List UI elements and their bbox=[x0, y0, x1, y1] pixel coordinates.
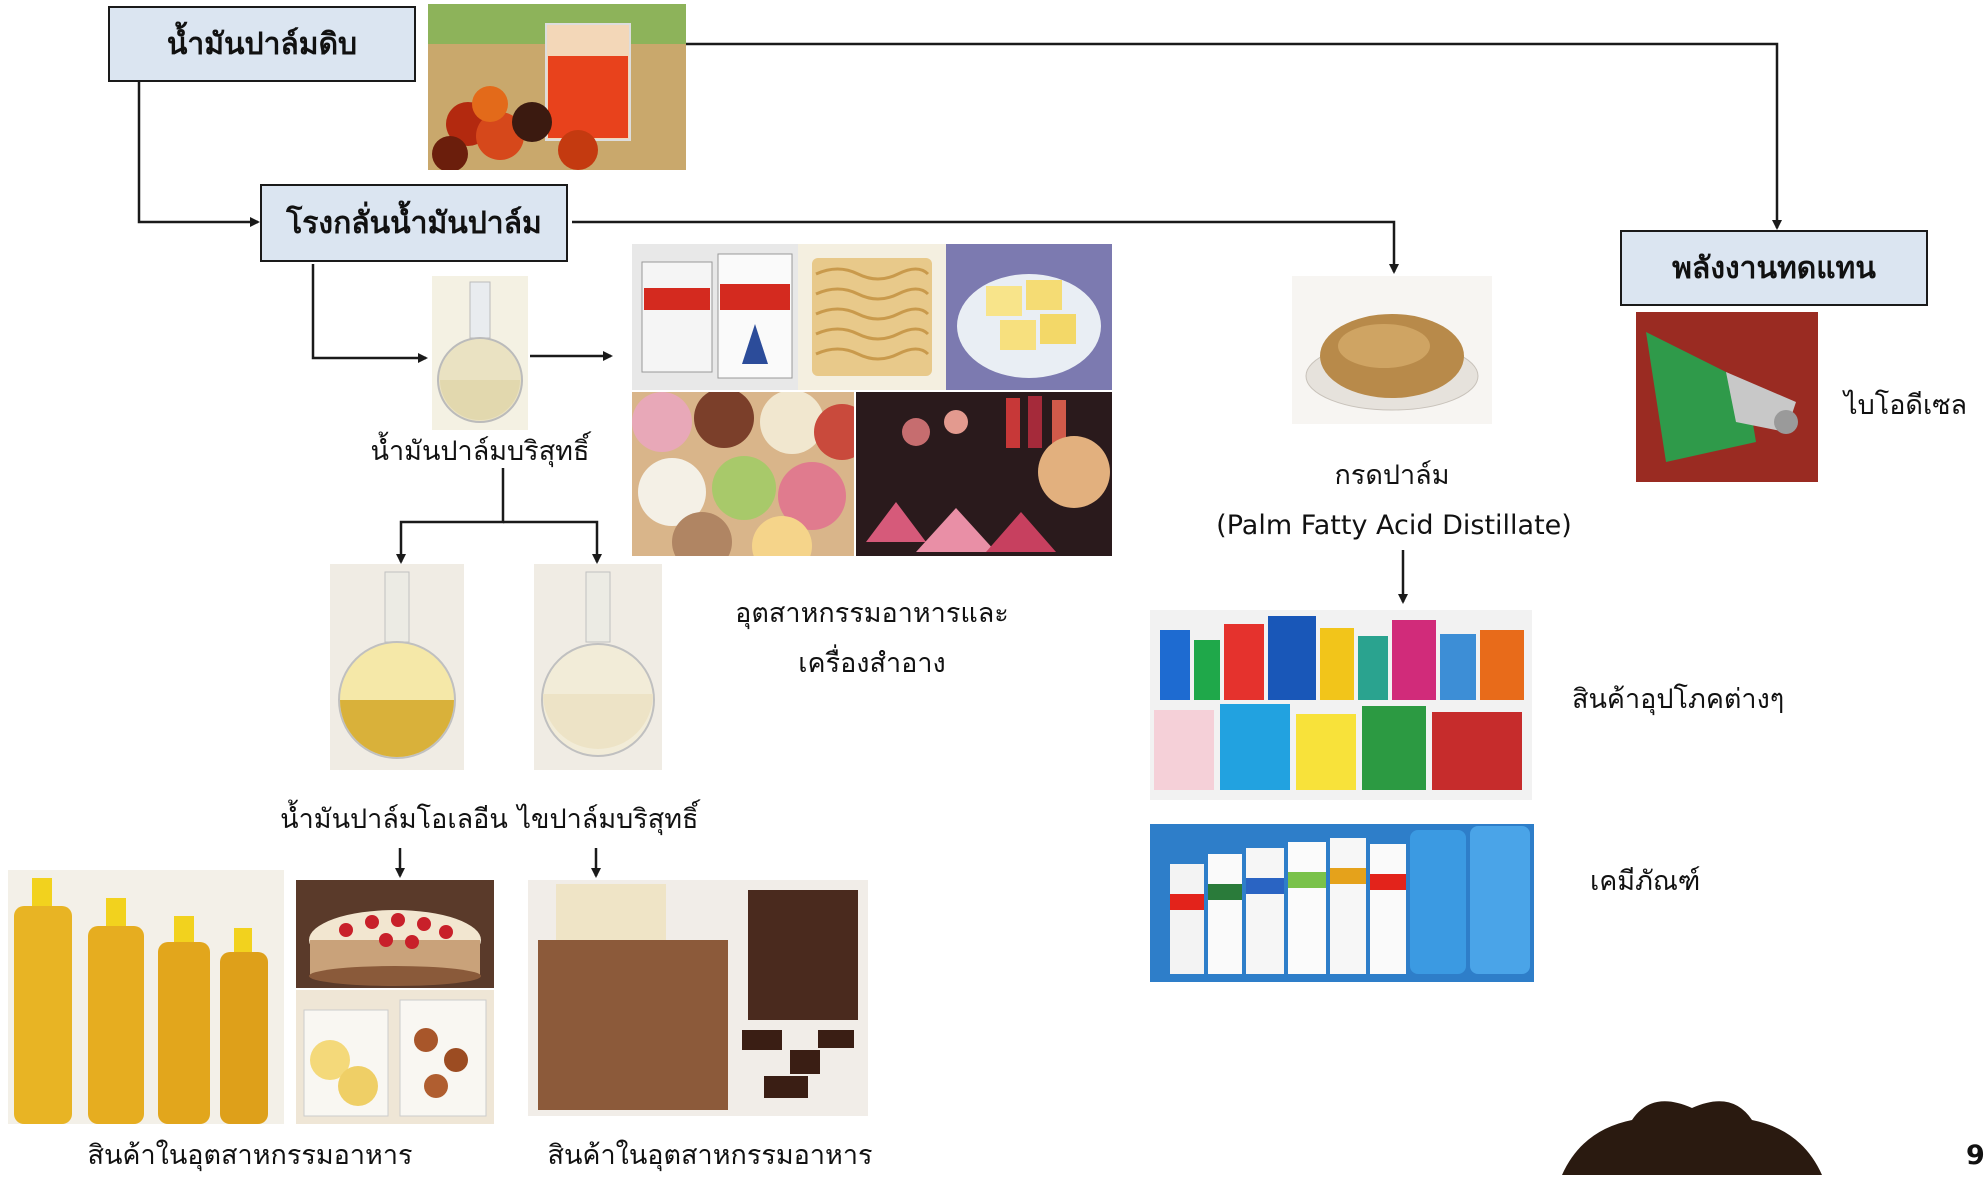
refined-palm-stearin-label: ไขปาล์มบริสุทธิ์ bbox=[517, 804, 699, 835]
cake-photo bbox=[296, 880, 494, 988]
consumer-products-label: สินค้าอุปโภคต่างๆ bbox=[1572, 684, 1785, 715]
palm-fatty-acid-label: กรดปาล์ม bbox=[1334, 460, 1450, 491]
crude-palm-oil-photo bbox=[428, 4, 686, 170]
food-cosmetics-label-line2: เครื่องสำอาง bbox=[798, 648, 946, 679]
arrow-crude-to-refinery bbox=[137, 66, 260, 227]
arrow-split-to-olein bbox=[396, 468, 505, 564]
arrow-refinery-to-refined-oil bbox=[311, 264, 428, 363]
arrow-refinery-to-fatty-acid bbox=[572, 220, 1399, 274]
chemicals-label: เคมีภัณฑ์ bbox=[1590, 866, 1701, 897]
food-products-right-label: สินค้าในอุตสาหกรรมอาหาร bbox=[547, 1140, 873, 1171]
condensed-milk-photo bbox=[632, 244, 798, 390]
refined-palm-oil-label: น้ำมันปาล์มบริสุทธิ์ bbox=[370, 436, 590, 467]
palm-olein-label: น้ำมันปาล์มโอเลอีน bbox=[280, 804, 508, 835]
olein-flask-photo bbox=[330, 564, 464, 770]
chemicals-photo bbox=[1150, 824, 1534, 982]
stearin-flask-photo bbox=[534, 564, 662, 770]
instant-noodles-photo bbox=[798, 244, 946, 390]
cosmetics-photo bbox=[856, 392, 1112, 556]
cooking-oil-bottles-photo bbox=[8, 870, 284, 1124]
arrow-crude-to-energy bbox=[686, 42, 1782, 230]
food-products-left-label: สินค้าในอุตสาหกรรมอาหาร bbox=[87, 1140, 413, 1171]
ice-cream-photo bbox=[632, 392, 854, 556]
consumer-goods-photo bbox=[1150, 610, 1532, 800]
biodiesel-label: ไบโอดีเซล bbox=[1844, 390, 1968, 421]
page-number: 9 bbox=[1966, 1140, 1984, 1171]
refined-oil-flask-photo bbox=[432, 276, 528, 430]
chocolate-photo bbox=[528, 880, 868, 1116]
palm-fatty-acid-english-label: (Palm Fatty Acid Distillate) bbox=[1216, 510, 1572, 541]
crude-palm-oil-box: น้ำมันปาล์มดิบ bbox=[108, 6, 416, 82]
snacks-photo bbox=[296, 990, 494, 1124]
palm-oil-refinery-box: โรงกลั่นน้ำมันปาล์ม bbox=[260, 184, 568, 262]
palm-fatty-acid-photo bbox=[1292, 276, 1492, 424]
alternative-energy-box: พลังงานทดแทน bbox=[1620, 230, 1928, 306]
food-cosmetics-label-line1: อุตสาหกรรมอาหารและ bbox=[735, 598, 1009, 629]
butter-photo bbox=[946, 244, 1112, 390]
biodiesel-nozzle-photo bbox=[1636, 312, 1818, 482]
palm-tree-logo bbox=[1542, 1090, 1842, 1175]
arrow-split-to-stearin bbox=[503, 520, 602, 564]
